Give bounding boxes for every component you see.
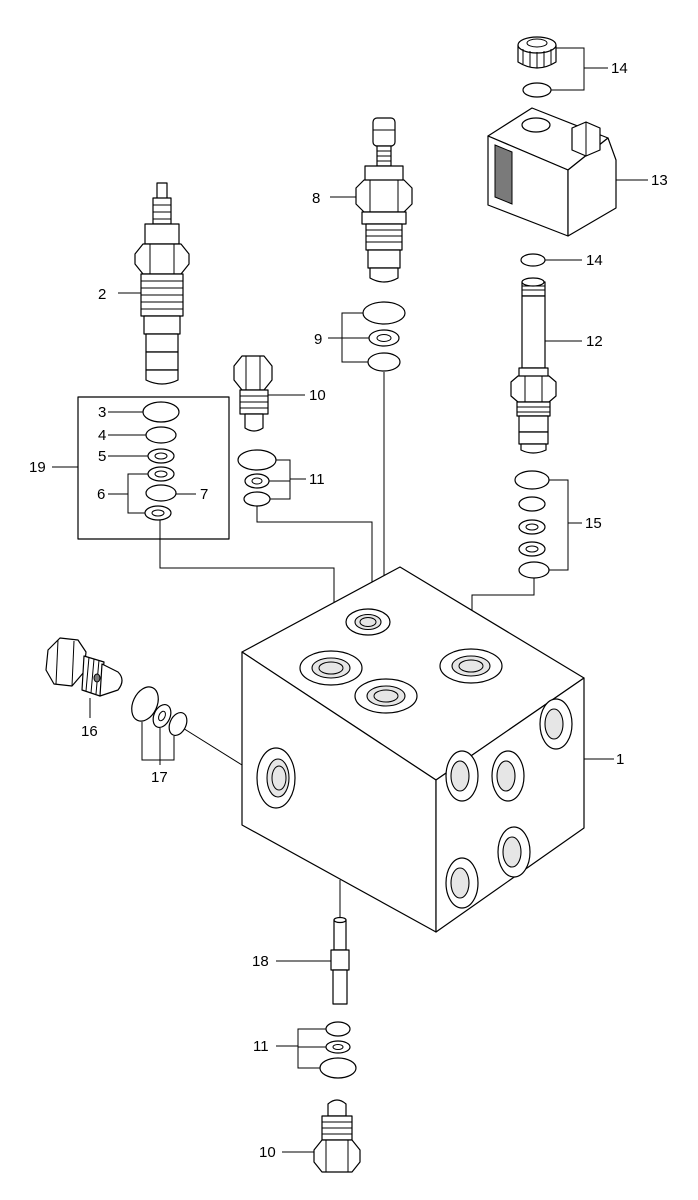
o-ring-icon xyxy=(168,712,188,736)
o-ring-icon xyxy=(518,496,546,512)
o-ring-icon xyxy=(237,449,277,471)
o-ring-icon xyxy=(145,484,177,502)
callout-2: 2 xyxy=(98,286,106,303)
o-ring-icon xyxy=(319,1057,357,1079)
o-ring-icon xyxy=(142,401,180,423)
o-ring-icon xyxy=(367,352,401,372)
plug-upper-icon xyxy=(233,355,273,432)
o-ring-icon xyxy=(520,253,546,267)
callout-10-upper: 10 xyxy=(309,387,326,404)
o-ring-icon xyxy=(522,82,552,98)
callout-9: 9 xyxy=(314,331,322,348)
callout-1: 1 xyxy=(616,751,624,768)
callout-11-upper: 11 xyxy=(309,471,325,488)
callout-7: 7 xyxy=(200,486,208,503)
o-ring-icon xyxy=(243,491,271,507)
coil-nut-icon xyxy=(517,36,557,69)
solenoid-cartridge-icon xyxy=(510,277,557,454)
backup-ring-icon xyxy=(368,329,400,347)
callout-labels: 1 2 3 4 5 6 7 8 9 10 11 12 13 14 14 15 1… xyxy=(29,60,668,1161)
callout-15: 15 xyxy=(585,515,602,532)
callout-14-upper: 14 xyxy=(611,60,628,77)
seals-17 xyxy=(131,686,188,736)
seals-11-lower xyxy=(319,1021,357,1079)
top-port-front xyxy=(354,678,418,714)
backup-ring-icon xyxy=(147,448,175,464)
o-ring-icon xyxy=(518,561,550,579)
callout-12: 12 xyxy=(586,333,603,350)
o-ring-icon xyxy=(145,426,177,444)
valve-block-icon xyxy=(241,566,585,933)
callout-18: 18 xyxy=(252,953,269,970)
right-face-ports xyxy=(445,698,573,909)
left-side-port xyxy=(256,747,296,809)
callout-5: 5 xyxy=(98,448,106,465)
cartridge-valve-8-icon xyxy=(355,117,413,283)
callout-11-lower: 11 xyxy=(253,1038,269,1055)
callout-13: 13 xyxy=(651,172,668,189)
plug-lower-icon xyxy=(313,1099,361,1173)
cartridge-valve-2-icon xyxy=(134,182,190,385)
o-ring-icon xyxy=(325,1021,351,1037)
dowel-pin-icon xyxy=(330,880,350,1005)
callout-14-lower: 14 xyxy=(586,252,603,269)
callout-19: 19 xyxy=(29,459,46,476)
o-ring-icon xyxy=(362,301,406,325)
top-port-center xyxy=(345,608,391,636)
callout-4: 4 xyxy=(98,427,106,444)
seals-15 xyxy=(514,470,550,579)
callout-3: 3 xyxy=(98,404,106,421)
backup-ring-icon xyxy=(325,1040,351,1054)
o-ring-icon xyxy=(131,686,159,722)
callout-10-lower: 10 xyxy=(259,1144,276,1161)
callout-6: 6 xyxy=(97,486,105,503)
seals-11-upper xyxy=(237,449,277,507)
backup-ring-icon xyxy=(518,519,546,535)
callout-8: 8 xyxy=(312,190,320,207)
backup-ring-icon xyxy=(144,505,172,521)
side-plug-icon xyxy=(45,637,123,697)
top-port-left xyxy=(299,650,363,686)
o-ring-icon xyxy=(514,470,550,490)
seals-9 xyxy=(362,301,406,372)
solenoid-coil-icon xyxy=(487,107,617,237)
backup-ring-icon xyxy=(518,541,546,557)
callout-17: 17 xyxy=(151,769,168,786)
backup-ring-icon xyxy=(152,704,172,728)
backup-ring-icon xyxy=(244,473,270,489)
top-port-right xyxy=(439,648,503,684)
backup-ring-icon xyxy=(147,466,175,482)
leader-lines xyxy=(52,47,648,1153)
callout-16: 16 xyxy=(81,723,98,740)
